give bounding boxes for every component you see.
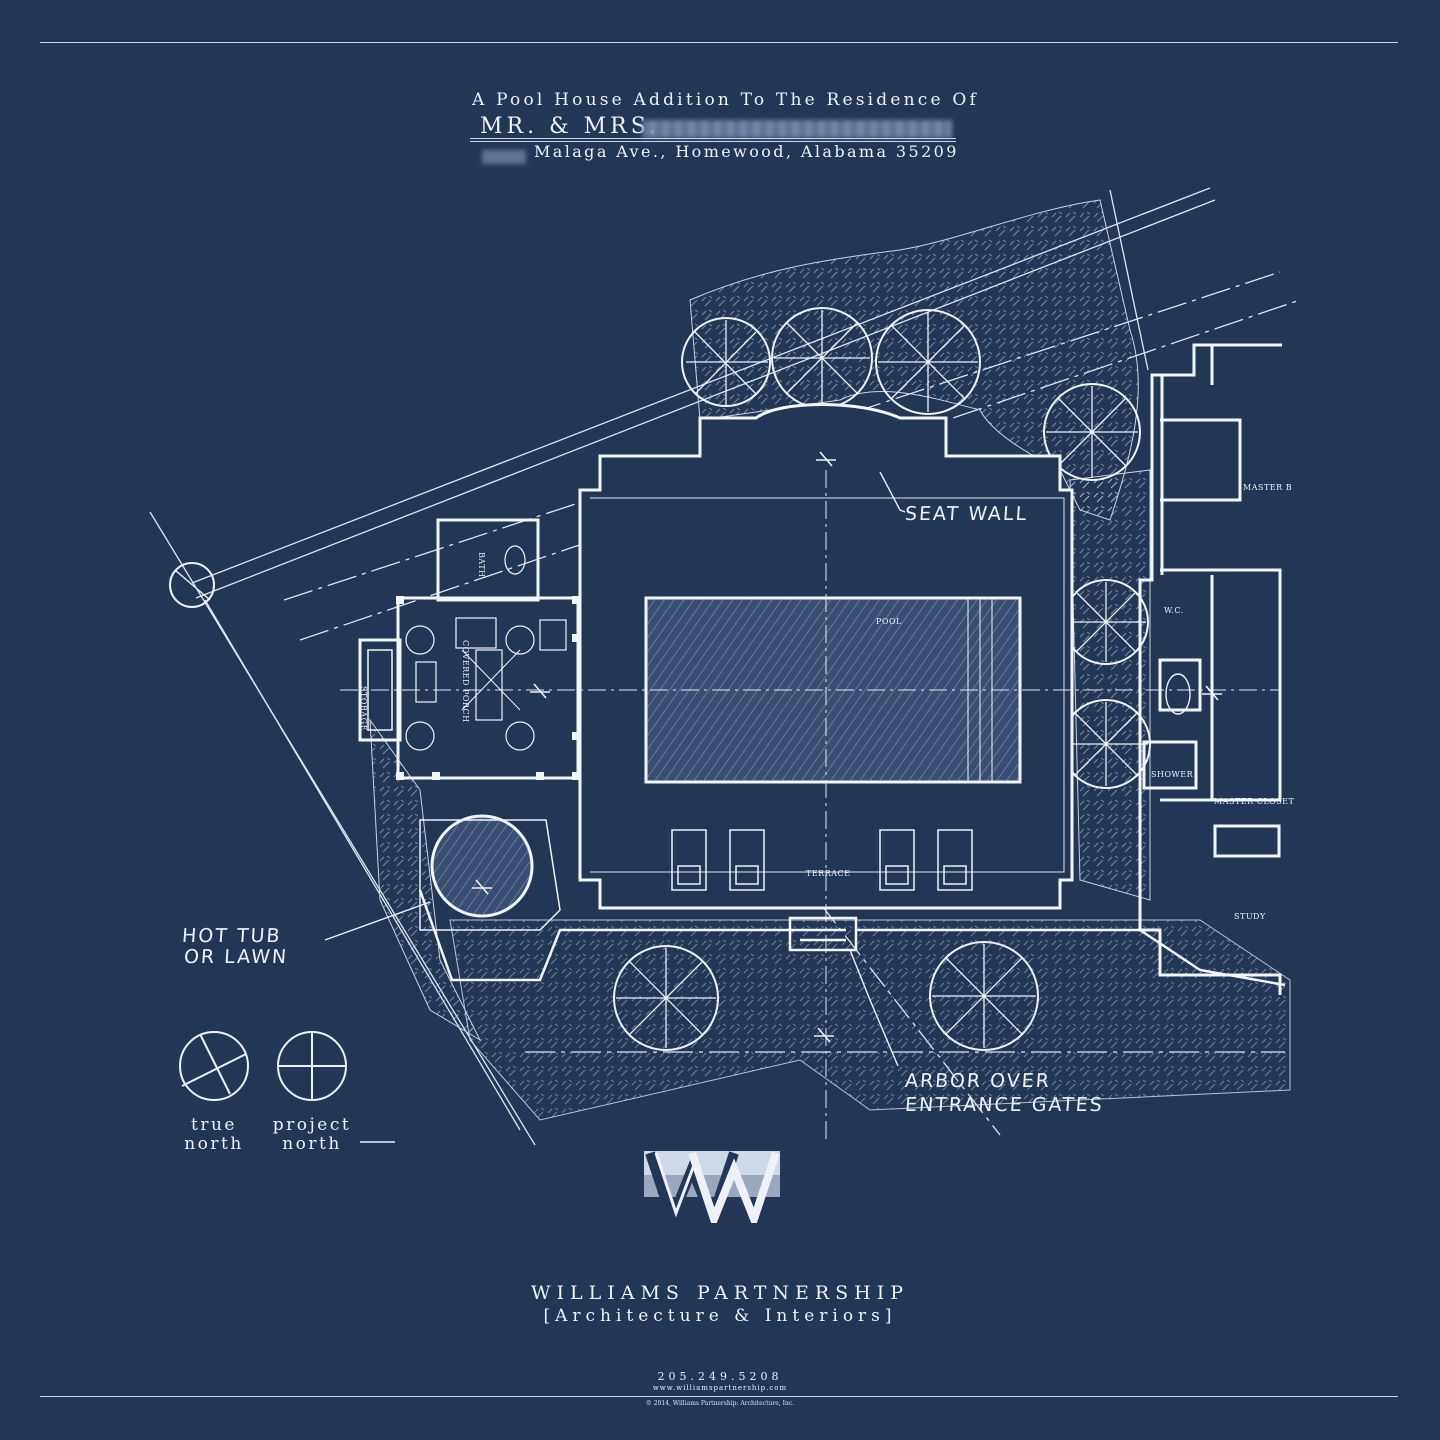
pool-house	[358, 518, 580, 780]
bottom-border-rule	[40, 1396, 1398, 1397]
label-covered-porch: COVERED PORCH	[461, 640, 470, 723]
label-shower: SHOWER	[1151, 770, 1194, 779]
label-bath: BATH	[477, 552, 486, 578]
redacted-street-number	[482, 150, 526, 164]
label-terrace: TERRACE	[806, 869, 851, 878]
label-storage: STORAGE	[359, 686, 368, 731]
annotation-hot-tub-1: HOT TUB	[181, 925, 283, 947]
landscape-planting-north	[689, 199, 1139, 521]
centerline-symbols	[472, 451, 1222, 1043]
project-north-label: project north	[272, 1115, 352, 1154]
firm-website: www.williamspartnership.com	[652, 1384, 788, 1392]
owner-name: MR. & MRS.	[480, 114, 661, 139]
north-arrows	[179, 1031, 347, 1101]
label-master-bedroom: MASTER B	[1243, 483, 1293, 492]
project-address: Malaga Ave., Homewood, Alabama 35209	[534, 142, 959, 161]
firm-phone: 205.249.5208	[657, 1370, 783, 1383]
firm-name: WILLIAMS PARTNERSHIP	[530, 1282, 910, 1304]
title-underline-2	[470, 141, 956, 142]
main-residence	[1138, 343, 1282, 995]
tree-branches	[616, 310, 1148, 1048]
true-north-label: true north	[184, 1115, 244, 1154]
project-title: A Pool House Addition To The Residence O…	[472, 90, 980, 110]
lounge-chairs	[671, 829, 973, 891]
landscape-planting-east	[1069, 469, 1151, 901]
annotation-leaders	[324, 471, 906, 1143]
survey-marker	[169, 562, 215, 608]
label-master-closet: MASTER CLOSET	[1214, 797, 1295, 806]
center-lines	[340, 470, 1280, 1140]
annotation-arbor-2: ENTRANCE GATES	[904, 1094, 1105, 1116]
firm-tagline: [Architecture & Interiors]	[543, 1306, 897, 1326]
firm-logo	[644, 1151, 780, 1223]
label-study: STUDY	[1234, 912, 1266, 921]
landscape-planting-south	[449, 919, 1291, 1121]
annotation-arbor-1: ARBOR OVER	[904, 1070, 1052, 1092]
annotation-seat-wall: SEAT WALL	[904, 503, 1029, 525]
landscape-planting-west	[369, 718, 482, 1042]
label-wc: W.C.	[1164, 606, 1184, 615]
pool-house-columns	[396, 596, 580, 780]
annotation-hot-tub-2: OR LAWN	[183, 946, 289, 968]
copyright-notice: © 2014, Williams Partnership: Architectu…	[645, 1400, 795, 1407]
label-pool: POOL	[876, 617, 902, 626]
garden-wall	[418, 889, 1286, 987]
title-underline	[470, 138, 956, 139]
top-border-rule	[40, 42, 1398, 43]
entrance-arbor	[788, 916, 858, 952]
redacted-owner-name	[642, 120, 952, 138]
